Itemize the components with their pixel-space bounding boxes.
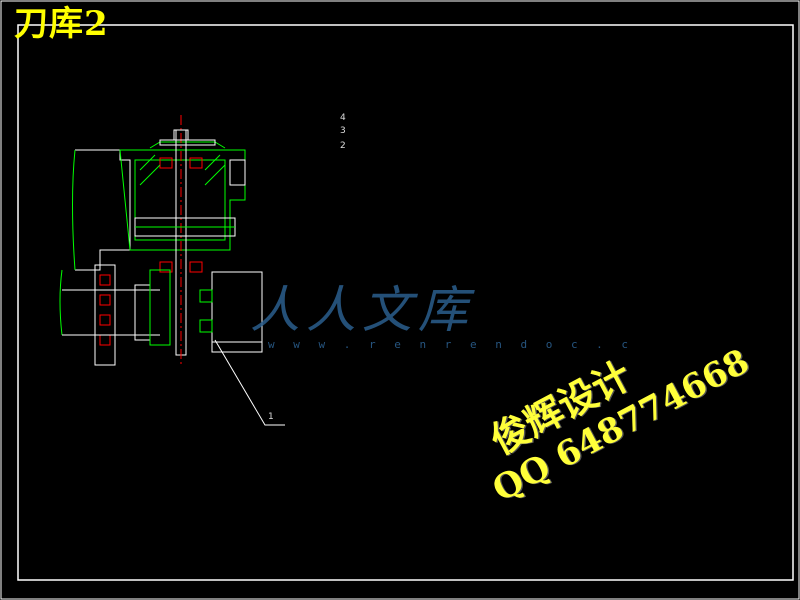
leader-label-3: 3: [340, 126, 346, 136]
drawing-frame: [17, 24, 794, 581]
watermark-site: 人人文库: [250, 281, 474, 339]
left-assembly-view: [59, 115, 285, 426]
drawing-title: 刀库2: [14, 4, 109, 44]
leader-label-1: 1: [268, 412, 274, 422]
leader-label-4: 4: [340, 113, 346, 123]
watermark-url: w w w . r e n r e n d o c . c: [268, 338, 635, 351]
leader-label-2: 2: [340, 141, 346, 151]
